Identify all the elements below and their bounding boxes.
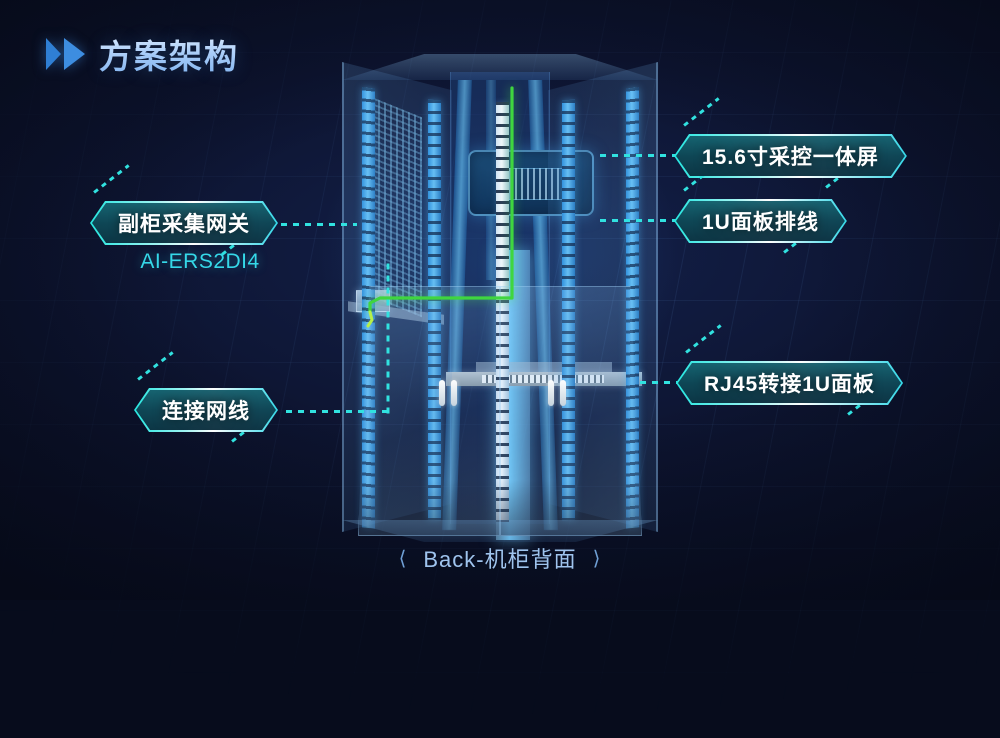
callout-network-cable-label: 连接网线 [136,390,276,430]
callout-gateway-label: 副柜采集网关 [92,203,276,243]
chevron-left-icon[interactable]: ⟨ [398,547,408,570]
callout-screen[interactable]: 15.6寸采控一体屏 [676,97,905,189]
door-handle-left-2 [451,380,457,406]
door-handle-right-1 [548,380,554,406]
rack-inner-shadow [358,480,642,536]
callout-network-cable[interactable]: 连接网线 [136,351,276,443]
rack-rail-c [496,102,509,522]
server-rack-illustration [250,40,750,560]
callout-lead-network-cable [286,410,390,413]
rack-right-glass-wall [548,62,658,532]
door-handle-right-2 [560,380,566,406]
callout-lead-network-vertical [386,263,390,414]
view-caption-text: Back-机柜背面 [423,547,577,572]
callout-gateway-model: AI-ERS2DI4 [140,250,260,273]
callout-gateway[interactable]: 副柜采集网关 [92,164,276,256]
chevron-shape-1 [46,38,61,70]
patch-panel-shelf [476,362,612,374]
chevron-right-icon[interactable]: ⟩ [592,547,602,570]
callout-lead-gateway [281,223,357,226]
callout-rj45-label: RJ45转接1U面板 [678,363,901,403]
chevron-shape-2 [64,38,85,70]
page-title: 方案架构 [99,30,239,78]
door-handle-left-1 [439,380,445,406]
rack-floor-cap [342,520,658,542]
callout-rj45[interactable]: RJ45转接1U面板 [678,324,901,416]
rj45-port-row [482,375,604,383]
callout-screen-label: 15.6寸采控一体屏 [676,136,905,176]
callout-panel-cable[interactable]: 1U面板排线 [676,162,845,254]
callout-lead-screen [600,154,676,157]
gateway-green-cable [366,86,514,328]
callout-panel-cable-label: 1U面板排线 [676,201,845,241]
callout-lead-rj45 [640,381,678,384]
page-title-block: 方案架构 [46,30,239,78]
view-caption: ⟨ Back-机柜背面 ⟩ [0,542,1000,574]
double-chevron-icon [46,38,85,70]
callout-lead-panel-cable [600,219,676,222]
